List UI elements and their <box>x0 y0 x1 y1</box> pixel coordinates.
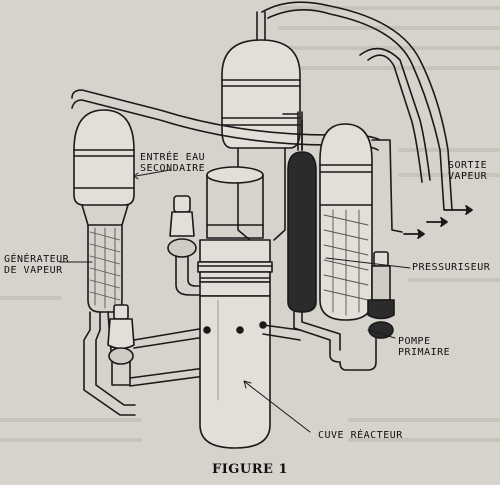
label-primary-pump: POMPE PRIMAIRE <box>398 336 451 358</box>
steam-generator-left <box>73 109 136 416</box>
steam-outlet-arrows <box>403 205 473 239</box>
background-texture <box>0 6 500 442</box>
primary-pump-left <box>107 304 206 387</box>
figure-caption: FIGURE 1 <box>211 462 289 477</box>
label-secondary-water-inlet: ENTRÉE EAU SECONDAIRE <box>140 152 206 174</box>
label-leaders <box>59 169 411 433</box>
steam-generator-right <box>319 123 403 321</box>
central-pump <box>167 195 206 296</box>
label-pressurizer: PRESSURISEUR <box>412 262 491 273</box>
steam-pipe-top <box>261 1 453 211</box>
reactor-vessel <box>197 166 301 449</box>
label-steam-generator: GÉNÉRATEUR DE VAPEUR <box>4 254 70 276</box>
label-steam-outlet: SORTIE VAPEUR <box>448 160 488 182</box>
pressurizer <box>287 119 341 363</box>
steam-generator-top <box>221 11 301 241</box>
label-reactor-vessel: CUVE RÉACTEUR <box>318 430 403 441</box>
